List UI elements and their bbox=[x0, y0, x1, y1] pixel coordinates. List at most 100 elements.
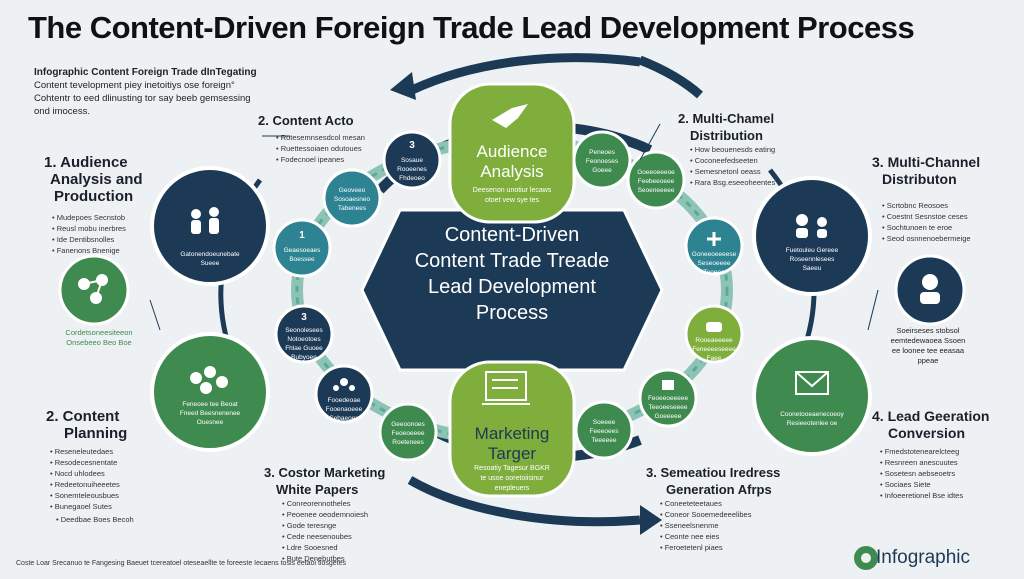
node-bl2 bbox=[378, 402, 438, 462]
bullets-acto: Rotesemnsesdcol mesan Ruettessoiaen odut… bbox=[276, 132, 365, 165]
node-tl3-text: Sosaue Rooeenes Fhdeoeo bbox=[388, 156, 436, 183]
big-green-left-text: Feneoee tee Beoat Fneed Beesnenenee Oues… bbox=[166, 400, 254, 427]
bottom-pill-sub: Resoatiy Tagesur BGKR te usoe ooretoiisi… bbox=[452, 464, 572, 494]
bullet-item: Scrtobnc Reosoes bbox=[882, 200, 971, 211]
label-content-planning: 2. Content Planning bbox=[46, 408, 127, 442]
node-line: Fhlae Guoee bbox=[285, 345, 323, 352]
center-line: Lead Development bbox=[428, 276, 596, 298]
node-line: Teeeeee bbox=[591, 437, 617, 444]
top-arrow bbox=[638, 55, 703, 99]
node-line: Sueee bbox=[200, 260, 220, 267]
node-line: Feoeeoeeeee bbox=[647, 395, 689, 402]
label-line: 3. Semeatiou Iredress bbox=[646, 465, 781, 480]
node-line: Faee bbox=[706, 355, 722, 362]
node-l3-number: 3 bbox=[301, 312, 307, 323]
node-line: Goeeoeeeoe bbox=[637, 169, 675, 176]
label-line: 2. Content bbox=[46, 408, 120, 425]
node-line: Sebaeoes bbox=[329, 415, 359, 422]
caption-line: Cordetsoneesiteeon bbox=[65, 328, 133, 337]
bullet-item: Semesnetonl oeass bbox=[690, 166, 775, 177]
building-icon bbox=[662, 380, 674, 390]
node-line: Soeeee bbox=[592, 419, 616, 426]
intro-line: Cohtentr to eed dlinusting tor say beeb … bbox=[34, 93, 251, 104]
bullet-item: Bunegaoel Sutes bbox=[50, 501, 120, 512]
node-line: Tabenees bbox=[337, 205, 367, 212]
bullet-item: Ruettessoiaen odutoues bbox=[276, 143, 365, 154]
node-line: Seoeneeeee bbox=[637, 187, 675, 194]
page-title: The Content-Driven Foreign Trade Lead De… bbox=[28, 10, 915, 45]
label-line: 4. Lead Geeration bbox=[872, 408, 990, 424]
node-tr2 bbox=[626, 150, 686, 210]
bullet-item: Ldre Sooesned bbox=[282, 542, 368, 553]
top-pill-sub-line: otoet vew sye tes bbox=[484, 197, 540, 204]
label-line: Generation Afrps bbox=[666, 482, 772, 497]
bullet-item: Coneor Sooemedeeelibes bbox=[660, 509, 752, 520]
bullet-item: Sseneelsnenme bbox=[660, 520, 751, 531]
caption-left-green: Cordetsoneesiteeon Onsebeeo Beo Boe bbox=[44, 328, 154, 348]
label-line: Analysis and bbox=[50, 171, 143, 188]
small-green-left bbox=[58, 254, 130, 326]
node-l3 bbox=[274, 304, 334, 364]
bullet-item: Fmedstotenearelcteeg bbox=[880, 446, 963, 457]
chat-icon bbox=[706, 322, 722, 332]
node-line: Coonetooeaenecoeoy bbox=[780, 411, 844, 418]
bullets-marketing: Conreorennotheles Peoenee oeodemnoiesh G… bbox=[282, 498, 368, 564]
intro-line: ond imocess. bbox=[34, 106, 90, 117]
label-line: Planning bbox=[64, 425, 128, 442]
node-line: Bubyoee bbox=[291, 354, 317, 361]
bullet-item: Sochtunoen te eroe bbox=[882, 222, 971, 233]
node-line: Fooedeoae bbox=[327, 397, 361, 404]
plus-icon bbox=[707, 232, 721, 246]
bullet-item: Coneeteteetaues bbox=[660, 498, 751, 509]
bird-icon bbox=[492, 104, 528, 128]
bullet-item: Infoeeretionel Bse idtes bbox=[880, 490, 963, 501]
node-line: Geoveeo bbox=[338, 187, 366, 194]
node-line: Goneeoeeeese bbox=[691, 251, 737, 258]
label-line: Distributon bbox=[882, 171, 957, 187]
bullet-item: Coconeefedseeten bbox=[690, 155, 775, 166]
bottom-pill-sub-line: te usoe ooretoiisinur bbox=[480, 475, 544, 482]
bullet-item: Feroetetenl piaes bbox=[660, 542, 751, 553]
caption-line: Onsebeeo Beo Boe bbox=[66, 338, 132, 347]
node-br2-text: Soeeee Feeeoees Teeeeee bbox=[580, 418, 628, 445]
top-pill-sub-line: Deesenon unotiur lecaws bbox=[472, 187, 552, 194]
bottom-pill-title-line: Marketing bbox=[474, 424, 550, 443]
team-icon bbox=[796, 214, 827, 238]
bullet-item: Resodecesnentate bbox=[50, 457, 120, 468]
node-line: Saeeu bbox=[802, 265, 822, 272]
intro-heading: Infographic Content Foreign Trade dInTeg… bbox=[34, 67, 257, 78]
node-br1 bbox=[638, 368, 698, 428]
bullet-item: Rotesemnsesdcol mesan bbox=[276, 132, 365, 143]
node-line: Roetenees bbox=[392, 439, 424, 446]
big-navy-right bbox=[752, 176, 872, 296]
label-line: 2. Multi-Chamel bbox=[678, 111, 775, 126]
connector-multi-a bbox=[639, 123, 661, 161]
label-line: 3. Costor Marketing bbox=[264, 465, 386, 480]
top-pill-title-line: Analysis bbox=[480, 162, 544, 181]
node-line: Feoeoeeee bbox=[391, 430, 425, 437]
label-line: Conversion bbox=[888, 425, 966, 441]
envelope-icon bbox=[795, 371, 829, 395]
node-line: Feneoee tee Beoat bbox=[182, 401, 238, 408]
bullet-item: Resnreen anescuutes bbox=[880, 457, 963, 468]
bullet-item: Fanenons Bnenige bbox=[52, 245, 126, 256]
bullet-item: How beouenesds eating bbox=[690, 144, 775, 155]
node-line: Ouesnee bbox=[196, 419, 224, 426]
bottom-pill-sub-line: enepleuers bbox=[494, 485, 530, 492]
bullet-item: Mudepoes Secnstob bbox=[52, 212, 126, 223]
node-line: Sosaue bbox=[400, 157, 424, 164]
bullet-item: Reusl mobu inerbres bbox=[52, 223, 126, 234]
caption-line: eemtedewaoea Ssoen bbox=[890, 336, 966, 345]
bullet-item: Seod osnnenoebermeige bbox=[882, 233, 971, 244]
label-generation: 3. Semeatiou Iredress Generation Afrps bbox=[646, 464, 780, 498]
caption-line: ppeae bbox=[917, 356, 939, 365]
big-green-right-text: Coonetooeaenecoeoy Resieeotenlee oe bbox=[768, 410, 856, 428]
center-line: Process bbox=[475, 302, 549, 324]
label-audience: 1. Audience Analysis and Production bbox=[44, 154, 143, 205]
node-tl3 bbox=[382, 130, 442, 190]
node-line: Roseennlesees bbox=[789, 256, 835, 263]
label-line: Distribution bbox=[690, 128, 763, 143]
brand-wordmark: Infographic bbox=[876, 547, 971, 568]
node-line: Tooeee bbox=[703, 269, 725, 276]
label-multi-channel: 3. Multi-Channel Distributon bbox=[872, 154, 980, 188]
